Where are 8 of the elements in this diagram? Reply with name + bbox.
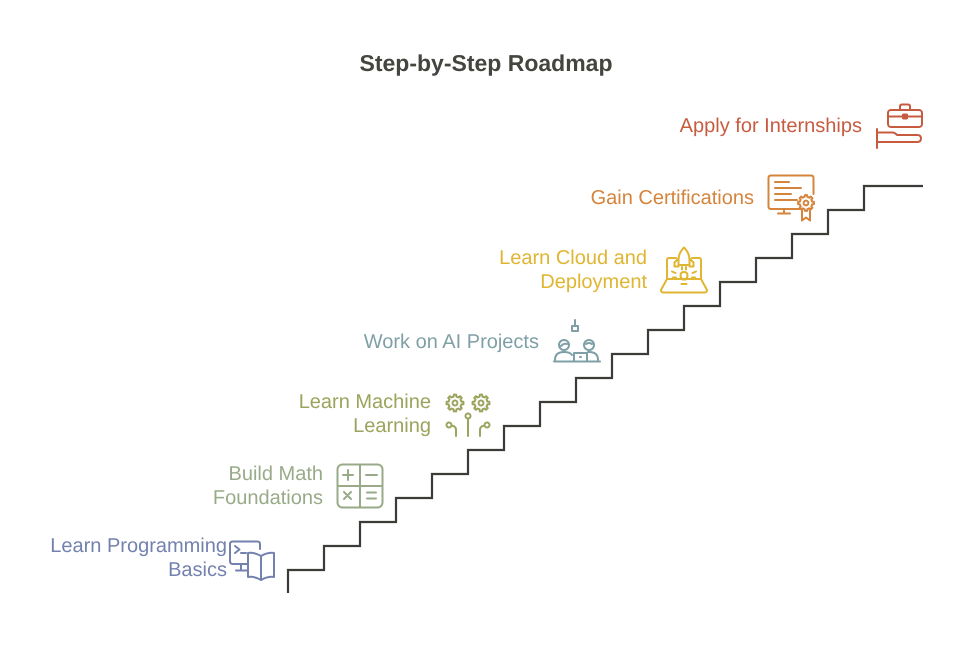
step-label: Learn Programming Basics [49, 534, 227, 582]
step-label: Gain Certifications [590, 186, 754, 210]
step-label: Apply for Internships [680, 114, 862, 138]
step-label: Work on AI Projects [364, 330, 539, 354]
step-label: Learn Cloud and Deployment [498, 246, 647, 294]
step-label: Build Math Foundations [212, 462, 323, 510]
title: Step-by-Step Roadmap [359, 49, 613, 78]
step-label: Learn Machine Learning [298, 390, 431, 438]
